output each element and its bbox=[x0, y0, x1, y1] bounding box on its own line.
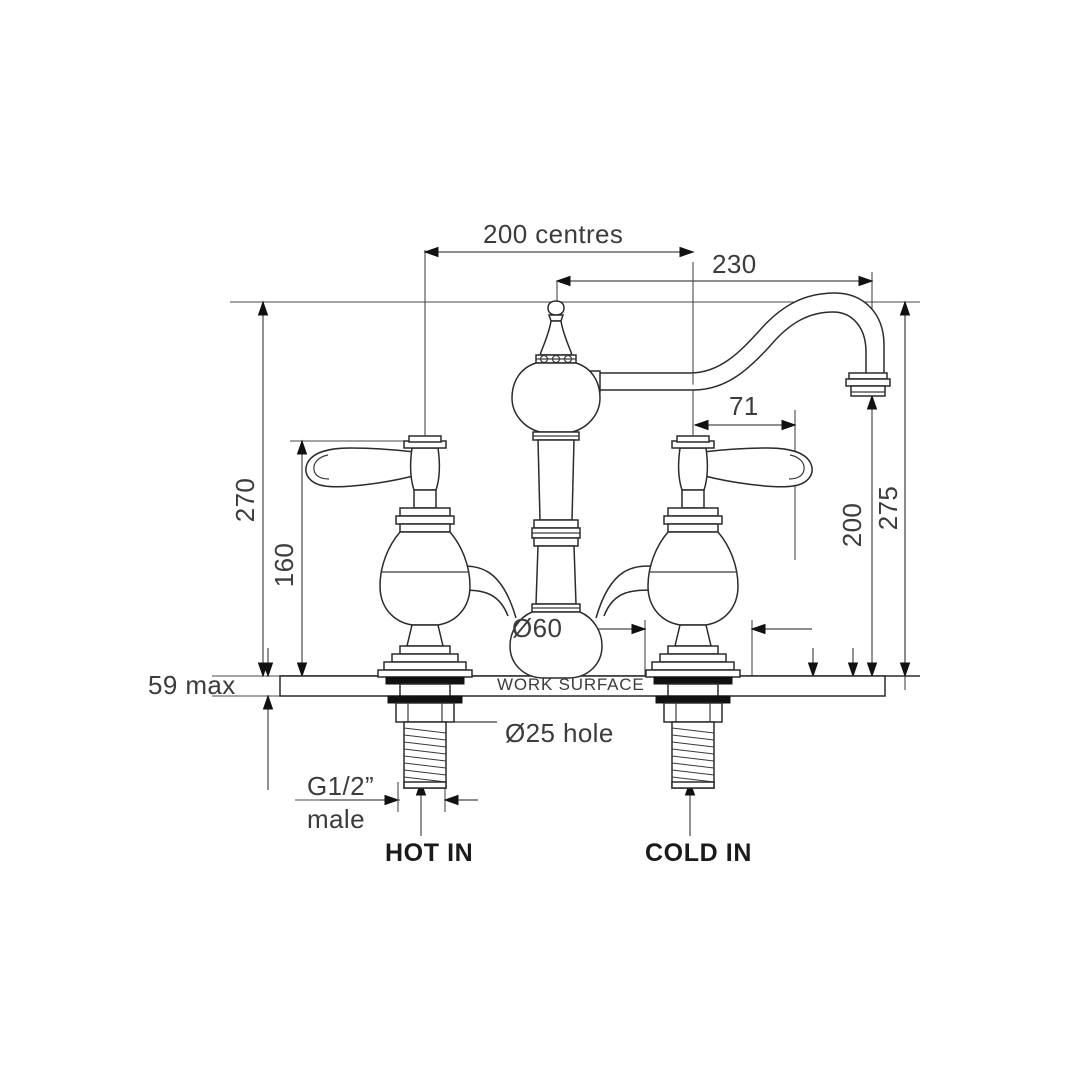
hot-valve-assembly bbox=[305, 435, 473, 789]
dim-71: 71 bbox=[729, 391, 759, 421]
center-riser-body bbox=[509, 300, 603, 679]
dim-270: 270 bbox=[230, 478, 260, 523]
dim-200-centres: 200 centres bbox=[483, 219, 623, 249]
dim-thread-size: G1/2” bbox=[307, 771, 374, 801]
cold-thread-hatch bbox=[671, 727, 715, 783]
dim-25-hole: Ø25 hole bbox=[505, 718, 614, 748]
hot-thread-hatch bbox=[403, 727, 447, 783]
cold-valve-assembly bbox=[645, 435, 813, 789]
cold-in-label: COLD IN bbox=[645, 839, 752, 867]
work-surface-label: WORK SURFACE bbox=[497, 675, 645, 694]
dim-thread-type: male bbox=[307, 804, 365, 834]
hot-in-label: HOT IN bbox=[385, 839, 473, 867]
dim-160: 160 bbox=[269, 543, 299, 588]
dim-59-max: 59 max bbox=[148, 670, 236, 700]
spout bbox=[570, 292, 891, 398]
dim-diameter-60: Ø60 bbox=[512, 613, 562, 643]
dim-230: 230 bbox=[712, 249, 757, 279]
dim-200-spout: 200 bbox=[837, 503, 867, 548]
dim-275: 275 bbox=[873, 486, 903, 531]
